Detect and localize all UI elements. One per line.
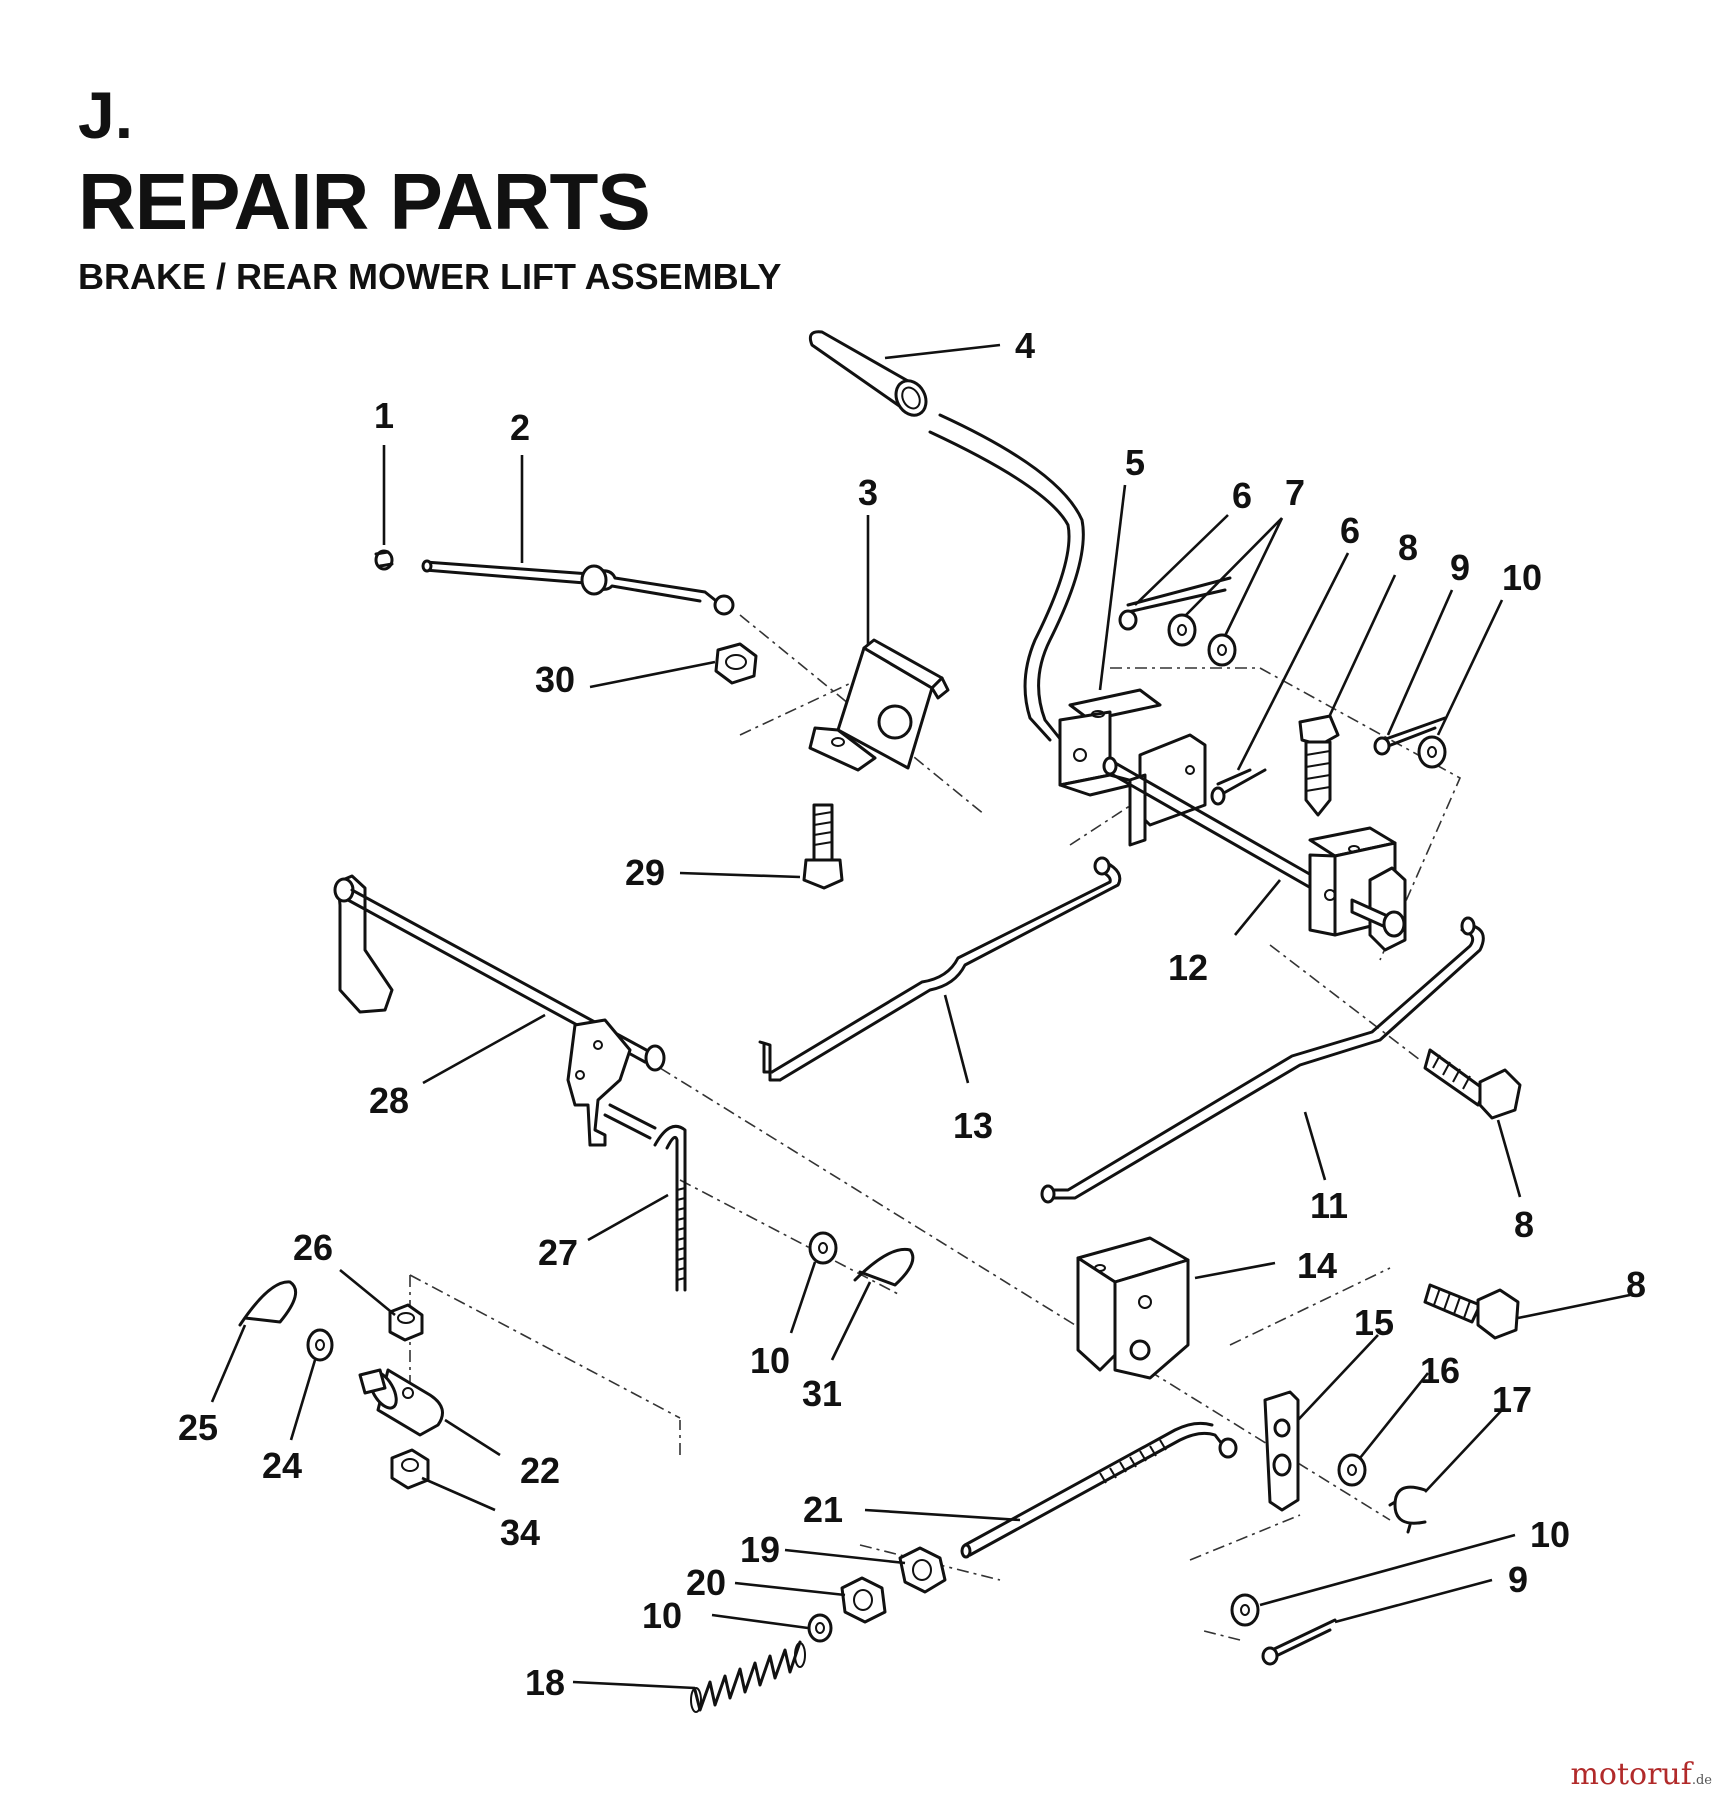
callout-8b: 8: [1514, 1204, 1534, 1245]
part-9-cotter-pin: [1373, 716, 1447, 756]
callout-31: 31: [802, 1373, 842, 1414]
part-3-bracket: [808, 638, 950, 772]
callout-9: 9: [1450, 547, 1470, 588]
callout-25: 25: [178, 1407, 218, 1448]
part-6-cotter-pin-lower: [1210, 768, 1267, 806]
part-10-washer-mid: [808, 1231, 838, 1265]
callout-19: 19: [740, 1529, 780, 1570]
part-8-bolt-upper: [1298, 714, 1340, 817]
part-13-link-rod: [758, 856, 1122, 1082]
part-10-washer-upper: [1417, 735, 1447, 769]
callout-10b: 10: [750, 1340, 790, 1381]
page-title: REPAIR PARTS: [78, 157, 651, 246]
callout-20: 20: [686, 1562, 726, 1603]
callout-6b: 6: [1340, 510, 1360, 551]
callout-14: 14: [1297, 1245, 1337, 1286]
callout-18: 18: [525, 1662, 565, 1703]
part-8-bolt-mid: [1423, 1048, 1522, 1120]
callout-3: 3: [858, 472, 878, 513]
part-24-washer: [306, 1328, 334, 1362]
callout-11: 11: [1310, 1185, 1348, 1226]
part-28-cross-shaft: [333, 874, 666, 1147]
part-15-plate: [1263, 1390, 1300, 1512]
watermark: motoruf.de: [1570, 1757, 1712, 1792]
part-2-brake-rod: [421, 559, 735, 616]
part-34-locknut: [390, 1448, 430, 1490]
callout-8: 8: [1398, 527, 1418, 568]
part-30-nut: [714, 642, 758, 685]
part-19-nut: [898, 1546, 947, 1594]
callout-30: 30: [535, 659, 575, 700]
part-22-swivel: [358, 1368, 444, 1437]
callout-12: 12: [1168, 947, 1208, 988]
callout-labels: 1 2 3 4 5 6 7 6 8 9 10 30 29 12 28 13 11…: [178, 325, 1646, 1703]
callout-10d: 10: [642, 1595, 682, 1636]
part-1-bushing: [374, 549, 394, 571]
part-4-handle-grip: [808, 330, 928, 417]
part-21-threaded-rod: [960, 1421, 1238, 1559]
callout-29: 29: [625, 852, 665, 893]
leader-lines: [210, 343, 1631, 1690]
part-8-bolt-lower: [1423, 1283, 1520, 1340]
callout-5: 5: [1125, 442, 1145, 483]
part-10-washer-spring: [807, 1613, 833, 1643]
alignment-lines: [409, 614, 1462, 1641]
part-11-link-rod: [1040, 916, 1485, 1204]
callout-17: 17: [1492, 1379, 1532, 1420]
part-29-bolt: [802, 803, 844, 890]
part-lift-lever-rod: [928, 413, 1085, 747]
callout-2: 2: [510, 407, 530, 448]
callout-8c: 8: [1626, 1264, 1646, 1305]
watermark-text: motoruf: [1570, 1757, 1692, 1792]
part-20-spacer: [840, 1576, 887, 1624]
callout-6: 6: [1232, 475, 1252, 516]
callout-15: 15: [1354, 1302, 1394, 1343]
assembly-subtitle: BRAKE / REAR MOWER LIFT ASSEMBLY: [78, 256, 782, 297]
part-5-lever-bracket: [1058, 688, 1207, 847]
part-27-eye-bolt: [653, 1124, 687, 1292]
callout-9b: 9: [1508, 1559, 1528, 1600]
part-14-bracket: [1076, 1236, 1190, 1380]
callout-24: 24: [262, 1445, 302, 1486]
part-16-washer: [1337, 1453, 1367, 1487]
callout-10: 10: [1502, 557, 1542, 598]
part-7-washers: [1167, 613, 1237, 667]
callout-4: 4: [1015, 325, 1035, 366]
callout-22: 22: [520, 1450, 560, 1491]
callout-28: 28: [369, 1080, 409, 1121]
section-letter: J.: [78, 78, 134, 152]
part-10-washer-lower: [1230, 1593, 1260, 1627]
callout-27: 27: [538, 1232, 578, 1273]
callout-34: 34: [500, 1512, 540, 1553]
part-17-e-clip: [1388, 1485, 1427, 1534]
callout-21: 21: [803, 1489, 843, 1530]
part-9-cotter-pin-lower: [1261, 1618, 1337, 1666]
callout-1: 1: [374, 395, 394, 436]
callout-13: 13: [953, 1105, 993, 1146]
callout-7: 7: [1285, 472, 1305, 513]
part-18-spring: [690, 1640, 806, 1713]
part-12-shaft-assembly: [1102, 756, 1407, 952]
part-26-nut: [388, 1303, 424, 1342]
callout-16: 16: [1420, 1350, 1460, 1391]
part-25-hairpin-clip: [238, 1280, 298, 1327]
callout-10c: 10: [1530, 1514, 1570, 1555]
callout-26: 26: [293, 1227, 333, 1268]
part-31-hairpin-clip: [853, 1247, 915, 1287]
watermark-suffix: .de: [1691, 1773, 1712, 1788]
